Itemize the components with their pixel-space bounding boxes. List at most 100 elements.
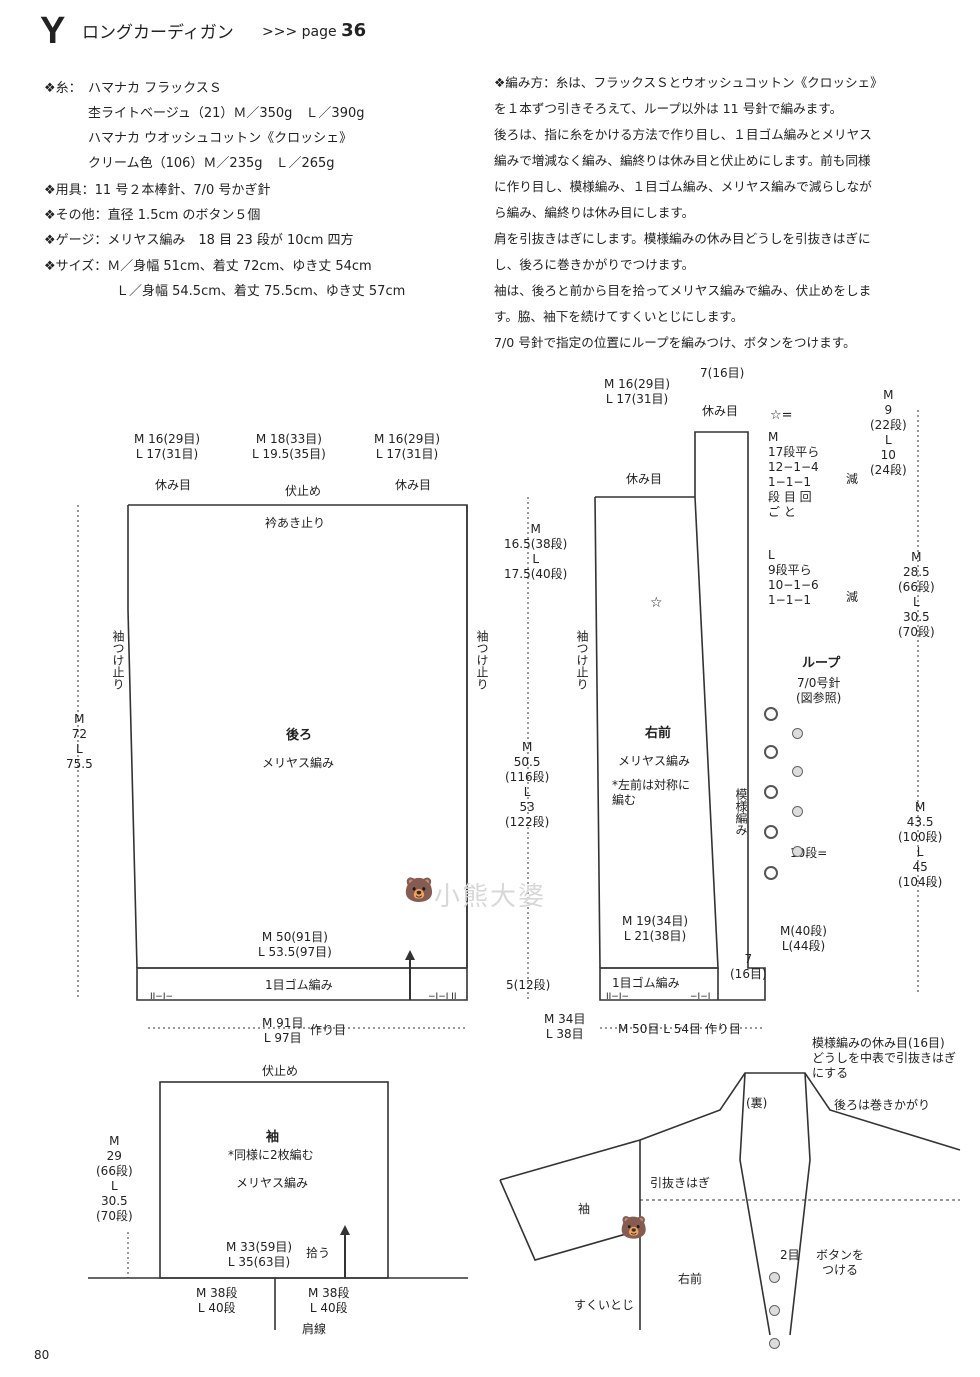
button-icon: [792, 806, 803, 817]
pattern-letter: Y: [40, 10, 66, 52]
sleeve-name: 袖: [266, 1130, 280, 1145]
size-l: Ｌ／身幅 54.5cm、着丈 75.5cm、ゆき丈 57cm: [116, 284, 406, 299]
right-low-dim: M 43.5 (100段) L 45 (104段): [898, 800, 943, 889]
front-band-rest: 休み目: [702, 404, 739, 418]
sleeve-bind-off: 伏止め: [262, 1064, 299, 1078]
assembly-button-note: ボタンを つける: [816, 1248, 865, 1277]
front-mirror-note: *左前は対称に 編む: [612, 778, 691, 807]
other: ❖その他：直径 1.5cm のボタン５個: [44, 208, 261, 223]
back-neck-mark: 衿あき止り: [265, 516, 326, 530]
back-height-dim: M 72 L 75.5: [66, 712, 93, 771]
back-cast-label: 作り目: [310, 1023, 347, 1037]
front-band-width: 7 (16目): [730, 952, 767, 981]
back-left-edge: [127, 505, 138, 969]
front-left-edge: [594, 496, 601, 969]
front-inc-dim: M 19(34目) L 21(38目): [622, 914, 689, 943]
method-line: ら編み、編終りは休み目にします。: [494, 205, 695, 220]
back-rest-left: 休み目: [155, 478, 192, 492]
front-star-mark: ☆: [650, 595, 663, 611]
method-line: 肩を引抜きはぎにします。模様編みの休み目どうしを引抜きはぎに: [494, 231, 871, 246]
sleeve-note: *同様に2枚編む: [228, 1148, 314, 1162]
sleeve-pick-label: 拾う: [306, 1246, 331, 1260]
assembly-reverse: (裏): [746, 1096, 768, 1110]
back-bind-off: 伏止め: [285, 484, 322, 498]
back-stitch: メリヤス編み: [262, 756, 335, 770]
loop-icon: [764, 785, 778, 799]
gauge: ❖ゲージ：メリヤス編み 18 目 23 段が 10cm 四方: [44, 233, 354, 248]
front-top-rest-dim: M 16(29目) L 17(31目): [604, 377, 671, 406]
front-rib-symbol: II−I−: [606, 992, 630, 1002]
yarn-line-2: 杢ライトベージュ（21）Ｍ／350g Ｌ／390g: [88, 106, 365, 121]
method-line: ❖編み方：糸は、フラックスＳとウオッシュコットン《クロッシェ》: [494, 75, 883, 90]
front-rib-symbol-right: −I−I: [690, 992, 711, 1002]
front-cast-mid: M 50目 L 54目 作り目: [618, 1022, 741, 1036]
sleeve-height: M 29 (66段) L 30.5 (70段): [96, 1134, 133, 1223]
front-rib: 1目ゴム編み: [612, 976, 680, 990]
yarn-line-4: クリーム色（106）Ｍ／235g Ｌ／265g: [88, 156, 335, 171]
back-top-mid-dim: M 18(33目) L 19.5(35目): [252, 432, 326, 461]
back-sleeve-mark-right: 袖つけ止り: [475, 630, 489, 690]
loop-icon: [764, 866, 778, 880]
assembly-front: 右前: [678, 1272, 703, 1286]
bear-icon: 🐻: [620, 1216, 648, 1241]
back-top-right-dim: M 16(29目) L 17(31目): [374, 432, 441, 461]
watermark: 小熊大婆: [434, 882, 547, 912]
star-note-l-dec: 減: [846, 590, 859, 604]
button-icon: [792, 846, 803, 857]
method-line: す。脇、袖下を続けてすくいとじにします。: [494, 309, 744, 324]
assembly-two-stitches: 2目: [780, 1248, 800, 1262]
loop-icon: [764, 707, 778, 721]
assembly-note-rest: 模様編みの休み目(16目) どうしを中表で引抜きはぎ にする: [812, 1036, 957, 1080]
front-outline: [595, 431, 766, 1001]
front-stitch: メリヤス編み: [618, 754, 691, 768]
button-icon: [769, 1305, 780, 1316]
assembly-back-whip: 後ろは巻きかがり: [834, 1098, 931, 1112]
tools: ❖用具：11 号２本棒針、7/0 号かぎ針: [44, 183, 271, 198]
right-top-dim: M 9 (22段) L 10 (24段): [870, 388, 907, 477]
loop-icon: [764, 745, 778, 759]
star-note-title: ☆=: [770, 408, 793, 423]
front-rest: 休み目: [626, 472, 663, 486]
bear-icon: 🐻: [404, 876, 434, 904]
front-upper-height: M 16.5(38段) L 17.5(40段): [504, 522, 568, 581]
star-note-m: M 17段平ら 12−1−4 1−1−1 段 目 回 ご と: [768, 430, 820, 519]
page-ref-label: >>> page: [262, 24, 337, 40]
back-top-left-dim: M 16(29目) L 17(31目): [134, 432, 201, 461]
front-name: 右前: [645, 726, 672, 741]
button-icon: [769, 1338, 780, 1349]
shoulder-line-label: 肩線: [302, 1322, 327, 1336]
back-rib-symbol: II−I−: [150, 992, 174, 1002]
yarn-line-3: ハマナカ ウオッシュコットン《クロッシェ》: [88, 131, 353, 146]
front-band-top-dim: 7(16目): [700, 366, 745, 380]
yarn-line-1: ハマナカ フラックスＳ: [88, 81, 222, 96]
star-note-m-dec: 減: [846, 472, 859, 486]
method-line: 後ろは、指に糸をかける方法で作り目し、１目ゴム編みとメリヤス: [494, 127, 872, 142]
sleeve-stitch: メリヤス編み: [236, 1176, 309, 1190]
back-cast-on: M 91目 L 97目: [262, 1016, 304, 1045]
page-number: 80: [34, 1348, 50, 1362]
back-rib: 1目ゴム編み: [265, 978, 333, 992]
right-mid-dim: M 28.5 (66段) L 30.5 (70段): [898, 550, 935, 639]
sleeve-right-rows: M 38段 L 40段: [308, 1286, 350, 1315]
sleeve-left-rows: M 38段 L 40段: [196, 1286, 238, 1315]
assembly-sleeve: 袖: [578, 1202, 591, 1216]
loop-note-sub: 7/0号針 (図参照): [796, 676, 842, 705]
method-line: 袖は、後ろと前から目を拾ってメリヤス編みで編み、伏止めをしま: [494, 283, 872, 298]
star-note-l: L 9段平ら 10−1−6 1−1−1: [768, 548, 819, 607]
loop-icon: [764, 825, 778, 839]
yarn-label: ❖糸：: [44, 81, 82, 96]
size-m: ❖サイズ：Ｍ／身幅 51cm、着丈 72cm、ゆき丈 54cm: [44, 259, 372, 274]
sleeve-pick-dim: M 33(59目) L 35(63目): [226, 1240, 293, 1269]
front-mid-height: M 50.5 (116段) L 53 (122段): [505, 740, 550, 829]
button-icon: [792, 728, 803, 739]
assembly-seam: 引抜きはぎ: [650, 1176, 711, 1190]
back-inc-dim: M 50(91目) L 53.5(97目): [258, 930, 332, 959]
front-pattern-band: 模様編み: [734, 788, 748, 836]
button-icon: [792, 766, 803, 777]
back-rest-right: 休み目: [395, 478, 432, 492]
back-rib-symbol-right: −I−I II: [428, 992, 457, 1002]
method-line: 編みで増減なく編み、編終りは休み目と伏止めにします。前も同様: [494, 153, 871, 168]
page-reference: >>> page 36: [262, 20, 366, 41]
front-cast-left: M 34目 L 38目: [544, 1012, 586, 1041]
method-line: を１本ずつ引きそろえて、ループ以外は 11 号針で編みます。: [494, 101, 843, 116]
